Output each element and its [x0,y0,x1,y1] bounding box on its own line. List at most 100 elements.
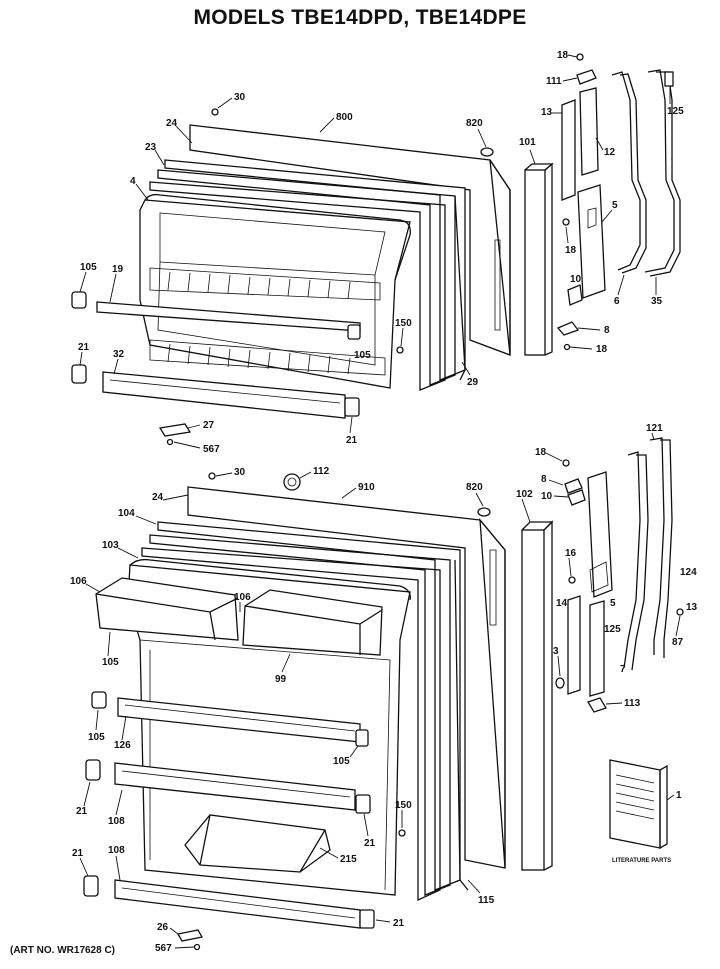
label: 105 [333,756,350,767]
label: 124 [680,567,697,578]
label: 150 [395,800,412,811]
label: 115 [478,895,495,906]
freezer-shelf-grid-upper [149,267,381,301]
door-shelf-108-upper [114,762,356,811]
shelf-end-cap-105-right [347,324,361,340]
freezer-shelf-grid-lower [149,339,386,376]
cap-125 [664,71,674,87]
hinge-cover-13 [561,99,576,201]
shelf-end-cap-105-left [71,291,87,309]
hinge-plate-12 [579,87,599,176]
label: 125 [667,106,684,117]
label: 13 [686,602,698,613]
freezer-door-assembly [71,108,511,446]
label: 18 [565,245,577,256]
fresh-food-hinge-assembly: LITERATURE PARTS [521,437,684,871]
freezer-hinge-assembly [524,53,681,356]
label: 24 [166,118,178,129]
label: 30 [234,467,246,478]
label: 26 [157,922,169,933]
label: 104 [118,508,135,519]
label: 8 [604,325,610,336]
hinge-bar-6 [611,71,641,271]
label: 820 [466,482,483,493]
label: 87 [672,637,684,648]
label: 5 [612,200,618,211]
label: 21 [364,838,376,849]
literature-booklet [609,759,668,850]
screw-150 [398,829,406,837]
page-title: MODELS TBE14DPD, TBE14DPE [193,6,527,29]
label: 106 [234,592,251,603]
block-113 [587,697,607,713]
label: 800 [336,112,353,123]
label: 18 [557,50,569,61]
label: 102 [516,489,533,500]
label: 108 [108,816,125,827]
shelf-end-cap-21-left [71,364,87,384]
door-strip-101 [524,169,546,356]
label: 105 [80,262,97,273]
shelf-end-cap-21-left-lower [83,875,99,897]
label: 13 [541,107,553,118]
screw-30 [211,108,219,116]
label: 99 [275,674,287,685]
door-seal-29 [454,195,466,381]
hinge-cover-14 [567,595,581,695]
freezer-hinge-callouts: 18 111 13 12 101 125 5 18 10 6 35 8 18 [519,50,684,355]
stop-8 [564,478,583,494]
label: 14 [556,598,568,609]
label: 16 [565,548,577,559]
label: 567 [155,943,172,954]
label: 125 [604,624,621,635]
label: 105 [102,657,119,668]
label: 18 [596,344,608,355]
fresh-food-door-handle-slot [489,549,497,626]
freezer-gasket [164,159,466,381]
label: 112 [313,466,330,477]
label: 24 [152,492,164,503]
art-number: (ART NO. WR17628 C) [10,945,116,956]
label: 23 [145,142,157,153]
plug-820 [477,507,491,517]
plug-820 [480,147,494,157]
dairy-compartment-right [242,589,383,656]
label: 910 [358,482,375,493]
door-seal-115 [454,559,469,891]
shelf-end-cap-105-right [355,729,369,747]
label: 10 [570,274,582,285]
screw-18-mid [562,218,570,226]
bracket-26 [176,929,204,942]
bracket-111 [576,69,597,85]
freezer-door-shelf-32 [102,371,346,419]
bushing-3 [555,677,565,689]
hinge-bar-121 [649,437,665,655]
label: 215 [340,854,357,865]
freezer-door-handle-slot [494,239,501,331]
block-10 [567,489,586,506]
fresh-food-callouts: 30 112 910 820 24 104 103 106 106 105 99… [70,466,495,954]
screw-18-bottom [563,343,571,351]
button-112 [283,473,301,491]
screw-18-top [576,53,584,61]
dairy-compartment-left [95,577,239,641]
freezer-inner-liner [139,199,411,389]
label: 1 [676,790,682,801]
shelf-end-cap-21-right-lower [359,909,375,929]
label: 21 [346,435,358,446]
shelf-end-cap-21-right-upper [355,794,371,814]
label: 19 [112,264,124,275]
label: 567 [203,444,220,455]
label: 113 [624,698,641,709]
hinge-bar-35 [644,69,675,273]
screw-16 [568,576,576,584]
label: 10 [541,491,553,502]
door-shelf-108-lower [114,879,361,929]
hinge-5 [577,184,606,299]
shelf-end-cap-21-right [344,397,360,417]
door-strip-102 [521,529,545,871]
stop-8 [556,321,580,336]
label: 29 [467,377,479,388]
